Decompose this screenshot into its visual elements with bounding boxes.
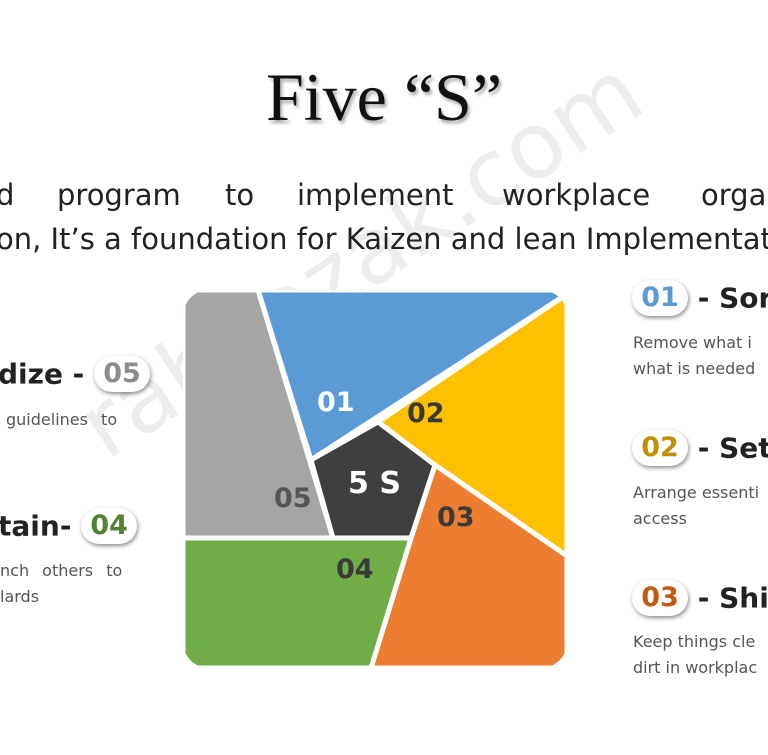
subtitle-word: to xyxy=(225,178,255,212)
item-number-badge: 01 xyxy=(632,280,688,316)
item-number-badge: 02 xyxy=(632,430,688,466)
five-s-square xyxy=(183,290,567,668)
item-sustain-desc: nch others to lards xyxy=(0,561,123,606)
segment-label-03: 03 xyxy=(437,502,475,533)
item-sustain-title: tain- 04 xyxy=(0,508,138,544)
center-segment xyxy=(308,419,438,541)
page-title: Five “S” xyxy=(265,59,503,135)
center-label: 5 S xyxy=(348,466,401,501)
item-sort-title: 01 - Sort xyxy=(632,280,768,316)
item-number-badge: 05 xyxy=(94,356,151,392)
item-title-text: Sort xyxy=(719,281,768,315)
segment-04 xyxy=(183,535,415,668)
segment-label-04: 04 xyxy=(336,554,374,585)
item-title-text: dize xyxy=(0,357,63,391)
item-title-text: Set xyxy=(719,431,768,465)
item-shine-desc: Keep things cle dirt in workplac xyxy=(633,632,758,677)
item-number-badge: 03 xyxy=(632,580,688,616)
item-standardize-desc: guidelines to xyxy=(6,410,118,429)
subtitle-word: workplace xyxy=(502,178,651,212)
item-sort-desc: Remove what i what is needed xyxy=(633,333,756,378)
subtitle-word: implement xyxy=(297,178,454,212)
five-s-diagram: 01 02 03 04 05 5 S xyxy=(183,290,567,668)
segment-label-01: 01 xyxy=(317,387,355,418)
subtitle-line-2: on, It’s a foundation for Kaizen and lea… xyxy=(0,222,768,256)
subtitle-word: d xyxy=(0,178,15,212)
item-set-desc: Arrange essenti access xyxy=(633,483,760,528)
item-number-badge: 04 xyxy=(81,508,138,544)
item-shine-title: 03 - Shin xyxy=(632,580,768,616)
segment-label-02: 02 xyxy=(407,398,445,429)
item-title-text: Shin xyxy=(719,581,768,615)
item-title-text: tain xyxy=(0,509,60,543)
subtitle-word: orga xyxy=(701,178,767,212)
item-standardize-title: dize - 05 xyxy=(0,356,151,392)
subtitle-word: program xyxy=(57,178,181,212)
item-set-title: 02 - Set xyxy=(632,430,768,466)
segment-label-05: 05 xyxy=(274,483,312,514)
